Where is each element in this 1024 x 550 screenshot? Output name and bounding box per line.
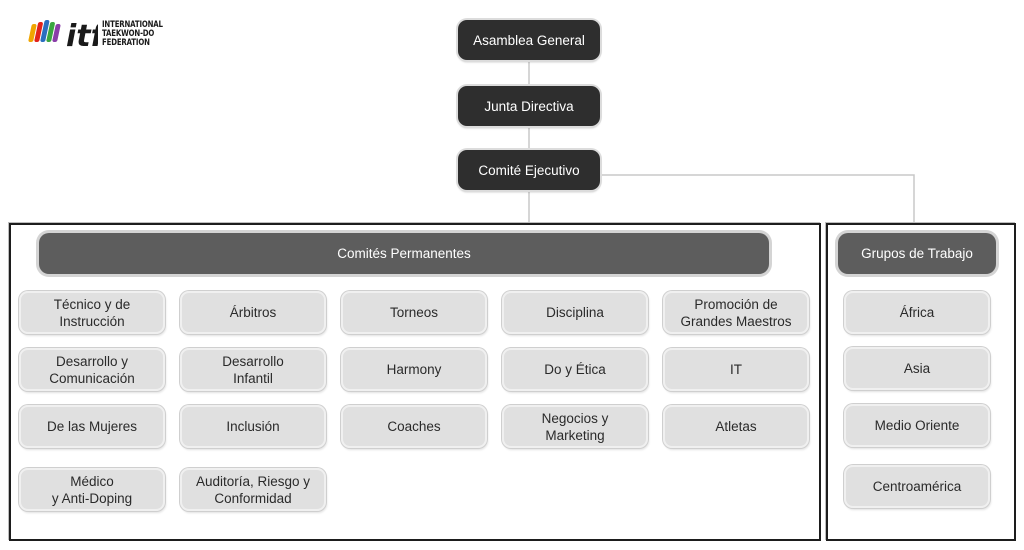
committee-box[interactable]: Desarrollo Infantil <box>180 348 326 391</box>
junta-directiva-box[interactable]: Junta Directiva <box>458 86 600 126</box>
comites-permanentes-header[interactable]: Comités Permanentes <box>39 233 769 274</box>
itf-logo-icon: itf <box>28 19 98 54</box>
committee-box[interactable]: Coaches <box>341 405 487 448</box>
grupos-trabajo-header[interactable]: Grupos de Trabajo <box>838 233 996 274</box>
committee-box[interactable]: IT <box>663 348 809 391</box>
committee-box[interactable]: Promoción de Grandes Maestros <box>663 291 809 334</box>
committee-box[interactable]: Harmony <box>341 348 487 391</box>
committee-box[interactable]: Desarrollo y Comunicación <box>19 348 165 391</box>
asamblea-general-box[interactable]: Asamblea General <box>458 20 600 60</box>
committee-box[interactable]: Negocios y Marketing <box>502 405 648 448</box>
group-box[interactable]: África <box>844 291 990 334</box>
logo-stripe-5 <box>52 24 61 42</box>
logo-lettering: itf <box>66 19 98 54</box>
group-box[interactable]: Centroamérica <box>844 465 990 508</box>
committee-box[interactable]: Técnico y de Instrucción <box>19 291 165 334</box>
committee-box[interactable]: De las Mujeres <box>19 405 165 448</box>
itf-logo: itf INTERNATIONAL TAEKWON-DO FEDERATION <box>26 14 176 54</box>
committee-box[interactable]: Do y Ética <box>502 348 648 391</box>
committee-box[interactable]: Auditoría, Riesgo y Conformidad <box>180 468 326 511</box>
group-box[interactable]: Asia <box>844 347 990 390</box>
committee-box[interactable]: Atletas <box>663 405 809 448</box>
committee-box[interactable]: Disciplina <box>502 291 648 334</box>
committee-box[interactable]: Torneos <box>341 291 487 334</box>
comites-grid: Técnico y de Instrucción Árbitros Torneo… <box>19 291 809 511</box>
logo-text: INTERNATIONAL TAEKWON-DO FEDERATION <box>102 19 163 48</box>
committee-box[interactable]: Inclusión <box>180 405 326 448</box>
logo-stripe-4 <box>46 22 55 42</box>
logo-stripe-1 <box>28 24 37 42</box>
group-box[interactable]: Medio Oriente <box>844 404 990 447</box>
committee-box[interactable]: Médico y Anti-Doping <box>19 468 165 511</box>
logo-stripe-3 <box>40 20 50 42</box>
committee-box[interactable]: Árbitros <box>180 291 326 334</box>
comite-ejecutivo-box[interactable]: Comité Ejecutivo <box>458 150 600 190</box>
logo-stripe-2 <box>34 22 43 42</box>
